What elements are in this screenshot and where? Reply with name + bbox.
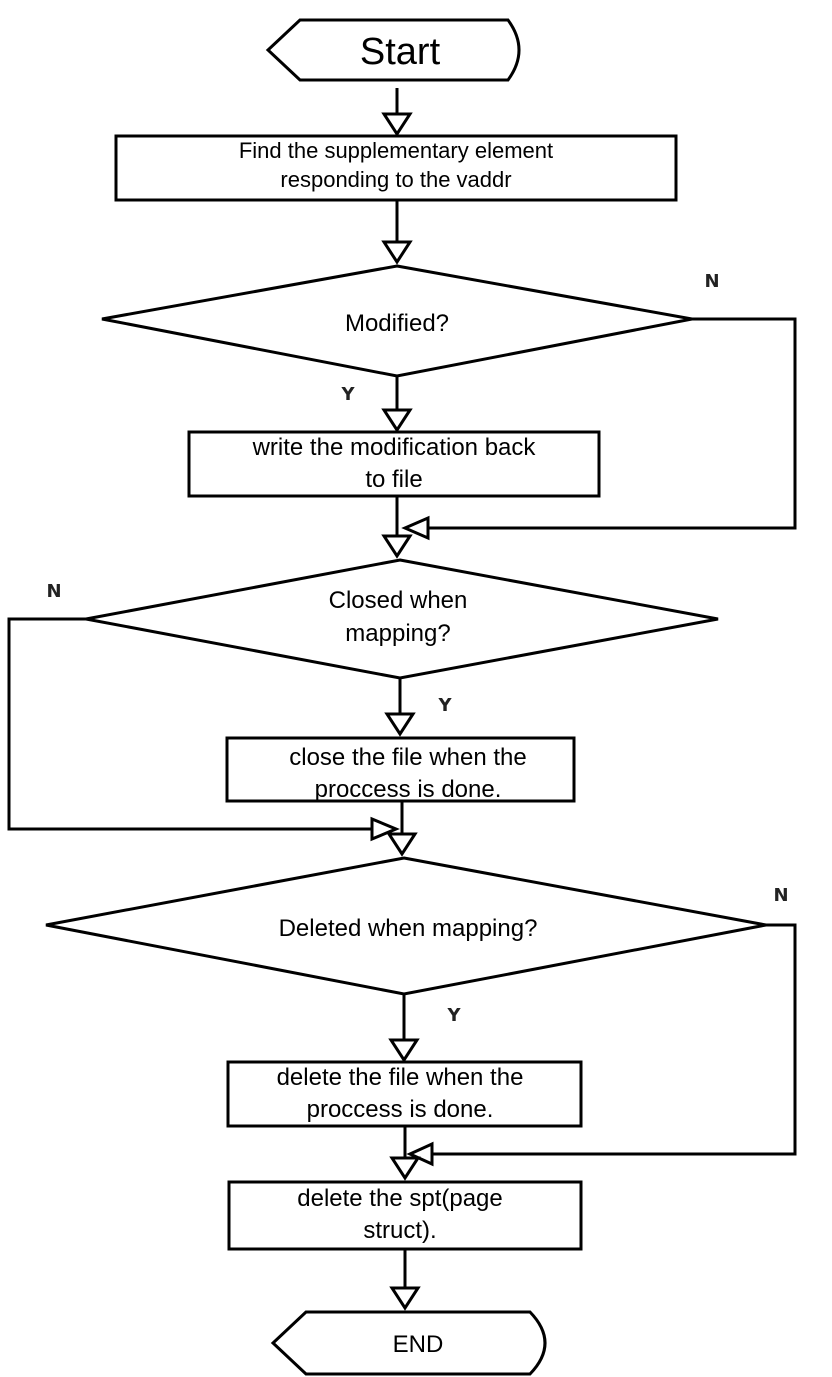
start-terminator: Start [265, 18, 521, 82]
decision-deleted: Deleted when mapping? [45, 856, 767, 996]
deleted-question: Deleted when mapping? [279, 915, 538, 942]
arrow-spt-to-end [389, 1249, 421, 1311]
process-delete-file: delete the file when the proccess is don… [226, 1060, 583, 1128]
decision-closed: Closed when mapping? [85, 558, 719, 680]
arrow-modified-no [401, 317, 797, 541]
arrow-write-to-closed [381, 496, 413, 559]
end-label: END [393, 1331, 444, 1358]
arrow-modified-yes [381, 376, 413, 433]
start-label: Start [360, 31, 441, 73]
arrow-closed-no [7, 617, 400, 842]
delete-spt-line1: delete the spt(page [297, 1185, 503, 1212]
close-file-line2: proccess is done. [315, 776, 502, 803]
find-line2: responding to the vaddr [280, 167, 511, 192]
arrow-find-to-modified [381, 200, 413, 265]
write-back-line2: to file [365, 466, 422, 493]
arrow-start-to-find [381, 88, 413, 137]
find-line1: Find the supplementary element [239, 138, 553, 163]
deleted-yes-label: Y [446, 1005, 461, 1026]
arrow-delete-file-to-spt [389, 1126, 421, 1181]
arrow-close-to-deleted [386, 801, 418, 857]
process-close-file: close the file when the proccess is done… [225, 736, 576, 803]
deleted-no-label: N [773, 885, 788, 906]
delete-file-line2: proccess is done. [307, 1096, 494, 1123]
process-write-back: write the modification back to file [187, 430, 601, 498]
closed-question-line2: mapping? [345, 620, 450, 647]
write-back-line1: write the modification back [252, 434, 537, 461]
delete-file-line1: delete the file when the [277, 1064, 524, 1091]
closed-yes-label: Y [437, 695, 452, 716]
closed-question-line1: Closed when [329, 587, 468, 614]
modified-yes-label: Y [340, 384, 355, 405]
process-delete-spt: delete the spt(page struct). [227, 1180, 583, 1251]
close-file-line1: close the file when the [289, 744, 526, 771]
arrow-deleted-yes [388, 994, 420, 1063]
modified-no-label: N [704, 271, 719, 292]
end-terminator: END [270, 1310, 547, 1376]
decision-modified: Modified? [101, 264, 693, 378]
process-find-element: Find the supplementary element respondin… [114, 134, 678, 202]
delete-spt-line2: struct). [363, 1217, 436, 1244]
arrow-closed-yes [384, 678, 416, 737]
arrow-deleted-no [406, 923, 797, 1167]
closed-no-label: N [46, 581, 61, 602]
modified-question: Modified? [345, 310, 449, 337]
